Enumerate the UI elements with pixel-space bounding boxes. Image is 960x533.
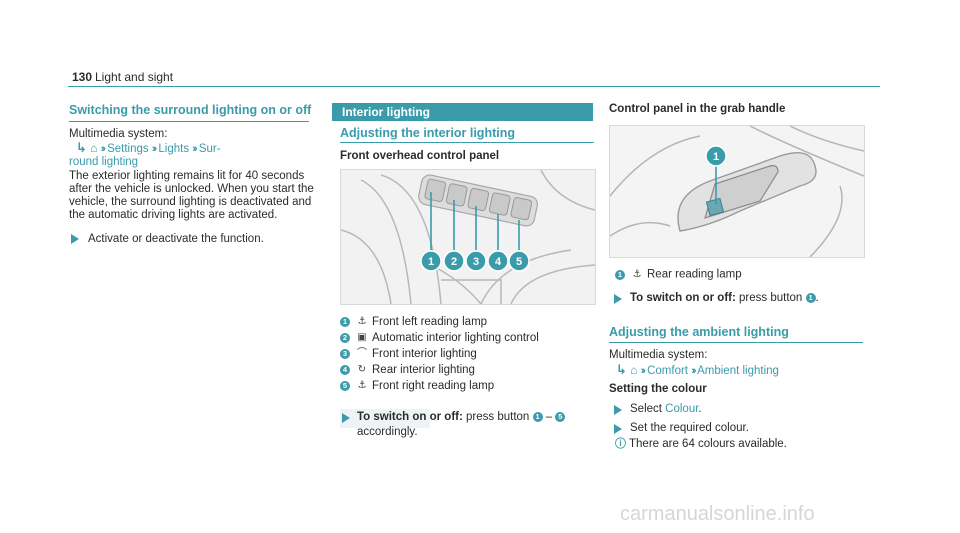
callout-number: 5 [555, 411, 566, 422]
step-arrow-icon [71, 234, 79, 244]
step-switch-rear: To switch on or off: press button 1. [630, 292, 819, 304]
section-heading-ambient: Adjusting the ambient lighting [609, 325, 789, 339]
heading-rule [69, 121, 309, 122]
step-bold-label: To switch on or off: [630, 292, 736, 304]
step-text: press button [739, 292, 803, 304]
chevron-icon: ›› [100, 143, 107, 155]
callout-number: 5 [340, 381, 350, 391]
chevron-icon: ›› [640, 365, 647, 377]
heading-rule [609, 342, 863, 343]
nav-link-lights[interactable]: Lights [158, 143, 190, 155]
submenu-hook-icon: ↳ [616, 362, 627, 377]
step-accordingly: accordingly. [357, 426, 418, 438]
info-text: There are 64 colours available. [629, 438, 787, 450]
front-panel-figure: 1 2 3 4 5 [340, 169, 596, 305]
header-rule [68, 86, 880, 87]
svg-text:1: 1 [713, 151, 719, 163]
figure-title-front: Front overhead control panel [340, 150, 500, 162]
step-switch-front: To switch on or off: press button 1 – 5 [357, 411, 566, 424]
nav-link-ambient[interactable]: Ambient lighting [697, 365, 779, 377]
callout-number: 1 [615, 269, 625, 280]
paragraph-line: after the vehicle is unlocked. When you … [69, 183, 314, 195]
reading-lamp-icon: ⚓ [632, 269, 642, 280]
interior-lighting-banner: Interior lighting [332, 103, 593, 121]
section-heading-interior: Adjusting the interior lighting [340, 126, 515, 140]
legend-label: Rear reading lamp [647, 268, 742, 281]
nav-link-surround[interactable]: Sur- [198, 143, 221, 155]
paragraph-line: the automatic driving lights are activat… [69, 209, 278, 221]
nav-intro: Multimedia system: [69, 128, 168, 140]
nav-path: ↳ ⌂ ›› Comfort ›› Ambient lighting [616, 363, 779, 378]
heading-rule [340, 142, 594, 143]
page-number: 130 [72, 70, 93, 84]
section-heading-surround: Switching the surround lighting on or of… [69, 103, 312, 117]
legend-label: Front interior lighting [372, 348, 477, 361]
chevron-icon: ›› [151, 143, 158, 155]
auto-interior-icon: ▣ [357, 332, 367, 343]
step-arrow-icon [342, 413, 350, 423]
front-interior-icon: ⌒ [357, 348, 367, 359]
svg-text:5: 5 [516, 256, 522, 268]
svg-text:3: 3 [473, 256, 479, 268]
legend-item: 2 ▣ Automatic interior lighting control [340, 331, 539, 345]
setting-heading: Setting the colour [609, 383, 707, 395]
callout-number: 1 [340, 317, 350, 327]
callout-number: 1 [532, 411, 543, 422]
legend-item: 1 ⚓ Front left reading lamp [340, 315, 487, 329]
legend-label: Front right reading lamp [372, 380, 495, 393]
paragraph-line: The exterior lighting remains lit for 40… [69, 170, 305, 182]
submenu-hook-icon: ↳ [76, 140, 87, 155]
callout-number: 1 [805, 292, 816, 303]
front-panel-illustration: 1 2 3 4 5 [341, 170, 595, 304]
watermark: carmanualsonline.info [620, 503, 815, 525]
svg-text:2: 2 [451, 256, 457, 268]
home-icon: ⌂ [630, 363, 638, 377]
page-title: Light and sight [95, 70, 174, 84]
figure-title-grab: Control panel in the grab handle [609, 103, 786, 115]
step-bold-label: To switch on or off: [357, 411, 463, 423]
chevron-icon: ›› [192, 143, 198, 155]
legend-item: 5 ⚓ Front right reading lamp [340, 379, 494, 393]
highlight-background [340, 409, 430, 428]
svg-text:4: 4 [495, 256, 502, 268]
info-note: ⓘ There are 64 colours available. [615, 438, 787, 451]
step-select: Select Colour. [630, 403, 702, 415]
paragraph-line: vehicle, the surround lighting is deacti… [69, 196, 312, 208]
rear-interior-icon: ↻ [357, 364, 367, 375]
legend-label: Automatic interior lighting control [372, 332, 539, 345]
grab-handle-figure: 1 [609, 125, 865, 258]
step-activate: Activate or deactivate the function. [88, 233, 264, 245]
svg-text:1: 1 [428, 256, 434, 268]
chevron-icon: ›› [691, 365, 697, 377]
step-arrow-icon [614, 294, 622, 304]
description-paragraph: The exterior lighting remains lit for 40… [69, 170, 319, 222]
nav-link-surround-cont[interactable]: round lighting [69, 156, 139, 168]
home-icon: ⌂ [90, 141, 98, 155]
nav-intro: Multimedia system: [609, 349, 708, 361]
step-text: press button [466, 411, 530, 423]
colour-link[interactable]: Colour [665, 403, 699, 415]
info-icon: ⓘ [615, 438, 626, 450]
legend-item: 3 ⌒ Front interior lighting [340, 347, 477, 361]
step-arrow-icon [614, 405, 622, 415]
step-arrow-icon [614, 424, 622, 434]
step-set-colour: Set the required colour. [630, 422, 749, 434]
callout-number: 4 [340, 365, 350, 375]
callout-number: 2 [340, 333, 350, 343]
nav-link-comfort[interactable]: Comfort [647, 365, 688, 377]
callout-number: 3 [340, 349, 350, 359]
step-text: Select [630, 403, 662, 415]
nav-link-settings[interactable]: Settings [107, 143, 149, 155]
legend-label: Rear interior lighting [372, 364, 475, 377]
legend-item: 1 ⚓ Rear reading lamp [615, 268, 742, 282]
reading-lamp-icon: ⚓ [357, 380, 367, 391]
legend-label: Front left reading lamp [372, 316, 488, 329]
nav-path: ↳ ⌂ ›› Settings ›› Lights ›› Sur- [76, 141, 221, 156]
reading-lamp-icon: ⚓ [357, 316, 367, 327]
grab-handle-illustration: 1 [610, 126, 864, 257]
legend-item: 4 ↻ Rear interior lighting [340, 363, 475, 377]
